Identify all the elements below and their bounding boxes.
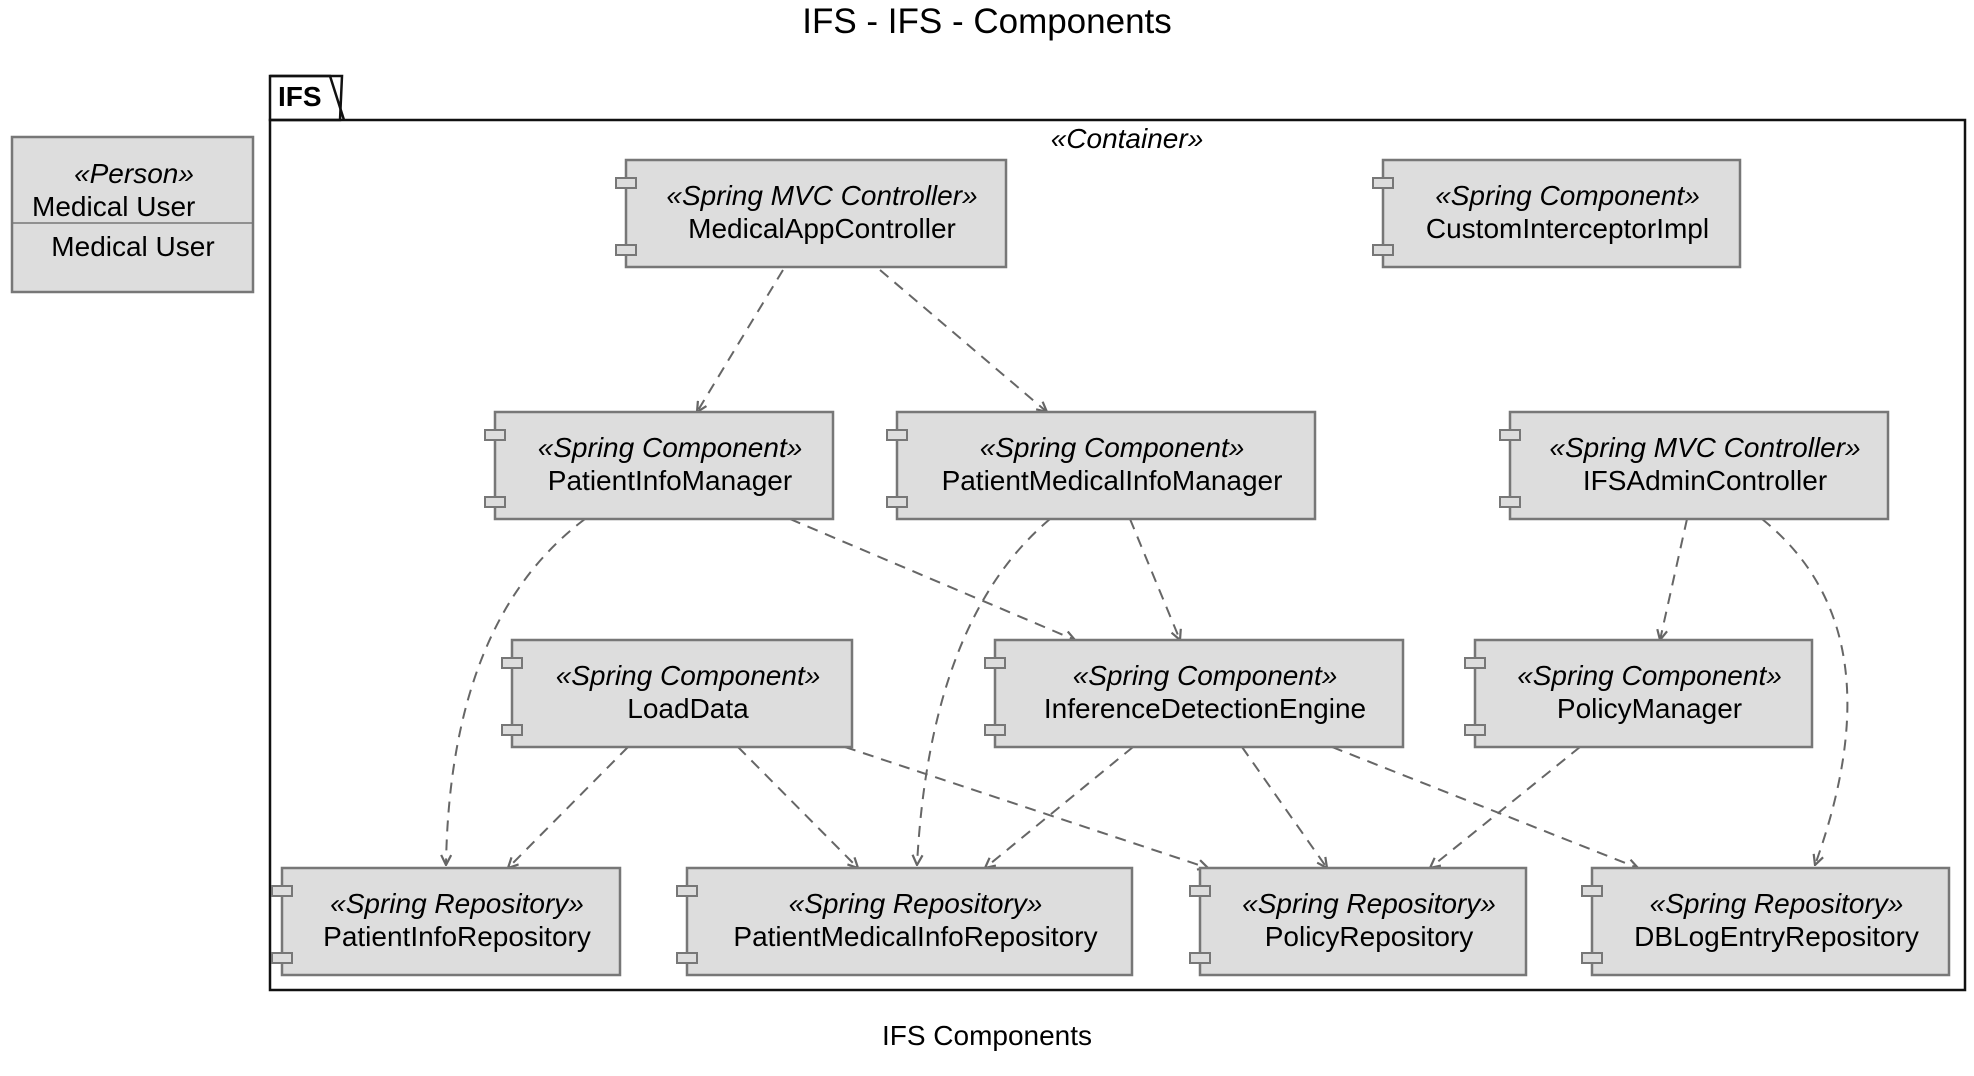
person-medical-user[interactable]: «Person» Medical User Medical User <box>10 135 255 294</box>
edge-patientinfomanager-to-patientinforepository <box>446 518 586 865</box>
component-port-icon <box>1499 496 1521 508</box>
component-port-icon <box>984 657 1006 669</box>
component-nodes: «Spring MVC Controller»MedicalAppControl… <box>271 158 1951 977</box>
component-stereotype: «Spring Component» <box>1517 660 1782 691</box>
component-box <box>280 866 622 977</box>
dependency-edges <box>446 269 1849 868</box>
component-stereotype: «Spring MVC Controller» <box>666 180 977 211</box>
component-stereotype: «Spring Repository» <box>330 888 584 919</box>
component-box <box>510 638 854 749</box>
component-box <box>493 410 835 521</box>
component-port-icon <box>1581 952 1603 964</box>
component-name: PatientMedicalInfoManager <box>942 465 1283 496</box>
component-policy-manager[interactable]: «Spring Component»PolicyManager <box>1464 638 1814 749</box>
component-stereotype: «Spring MVC Controller» <box>1549 432 1860 463</box>
component-port-icon <box>501 657 523 669</box>
component-patient-info-repository[interactable]: «Spring Repository»PatientInfoRepository <box>271 866 622 977</box>
component-box <box>624 158 1008 269</box>
edge-policymanager-to-policyrepository <box>1430 746 1581 868</box>
edge-inferencedetectionengine-to-patientmedicalinforepository <box>985 746 1134 868</box>
edge-patientmedicalinfomanager-to-inferencedetectionengine <box>1129 518 1180 640</box>
component-name: MedicalAppController <box>688 213 956 244</box>
component-patient-medical-info-manager[interactable]: «Spring Component»PatientMedicalInfoMana… <box>886 410 1317 521</box>
component-port-icon <box>615 177 637 189</box>
component-box <box>1473 638 1814 749</box>
component-port-icon <box>1372 244 1394 256</box>
component-name: DBLogEntryRepository <box>1634 921 1919 952</box>
component-port-icon <box>676 952 698 964</box>
component-box <box>1590 866 1951 977</box>
component-stereotype: «Spring Component» <box>556 660 821 691</box>
component-port-icon <box>484 429 506 441</box>
component-stereotype: «Spring Repository» <box>1650 888 1904 919</box>
edge-medicalappcontroller-to-patientmedicalinfomanager <box>879 269 1047 412</box>
component-name: PatientMedicalInfoRepository <box>733 921 1097 952</box>
component-box <box>1198 866 1528 977</box>
edge-loaddata-to-patientmedicalinforepository <box>737 746 858 868</box>
component-box <box>993 638 1405 749</box>
edge-patientinfomanager-to-inferencedetectionengine <box>789 518 1075 640</box>
component-box <box>895 410 1317 521</box>
package-name: IFS <box>278 81 322 112</box>
edge-loaddata-to-patientinforepository <box>508 746 629 868</box>
edge-patientmedicalinfomanager-to-patientmedicalinforepository <box>917 518 1051 865</box>
component-stereotype: «Spring Component» <box>1435 180 1700 211</box>
diagram-title: IFS - IFS - Components <box>802 2 1172 41</box>
component-box <box>1508 410 1890 521</box>
component-patient-medical-info-repository[interactable]: «Spring Repository»PatientMedicalInfoRep… <box>676 866 1134 977</box>
component-box <box>685 866 1134 977</box>
edge-loaddata-to-policyrepository <box>844 746 1208 868</box>
package-ifs: IFS «Container» <box>268 74 1967 992</box>
component-box <box>1381 158 1742 269</box>
component-port-icon <box>1464 724 1486 736</box>
component-name: InferenceDetectionEngine <box>1044 693 1366 724</box>
component-port-icon <box>676 885 698 897</box>
component-port-icon <box>1499 429 1521 441</box>
person-name: Medical User <box>32 191 195 222</box>
component-name: IFSAdminController <box>1583 465 1827 496</box>
component-custom-interceptor-impl[interactable]: «Spring Component»CustomInterceptorImpl <box>1372 158 1742 269</box>
package-stereotype: «Container» <box>1051 123 1204 154</box>
component-name: CustomInterceptorImpl <box>1426 213 1709 244</box>
person-stereotype: «Person» <box>74 158 194 189</box>
component-stereotype: «Spring Component» <box>538 432 803 463</box>
component-stereotype: «Spring Component» <box>1073 660 1338 691</box>
component-stereotype: «Spring Repository» <box>789 888 1043 919</box>
component-port-icon <box>1372 177 1394 189</box>
edge-ifsadmincontroller-to-policymanager <box>1660 518 1688 640</box>
edge-ifsadmincontroller-to-dblogentryrepository <box>1761 518 1849 865</box>
component-stereotype: «Spring Repository» <box>1242 888 1496 919</box>
component-port-icon <box>984 724 1006 736</box>
component-medical-app-controller[interactable]: «Spring MVC Controller»MedicalAppControl… <box>615 158 1008 269</box>
component-port-icon <box>271 885 293 897</box>
component-port-icon <box>484 496 506 508</box>
edge-inferencedetectionengine-to-dblogentryrepository <box>1331 746 1638 868</box>
edge-inferencedetectionengine-to-policyrepository <box>1241 746 1327 868</box>
component-port-icon <box>1189 885 1211 897</box>
component-stereotype: «Spring Component» <box>980 432 1245 463</box>
component-name: PolicyManager <box>1557 693 1742 724</box>
component-port-icon <box>886 429 908 441</box>
component-name: PolicyRepository <box>1265 921 1474 952</box>
component-port-icon <box>1464 657 1486 669</box>
component-ifs-admin-controller[interactable]: «Spring MVC Controller»IFSAdminControlle… <box>1499 410 1890 521</box>
component-port-icon <box>886 496 908 508</box>
component-db-log-entry-repository[interactable]: «Spring Repository»DBLogEntryRepository <box>1581 866 1951 977</box>
component-name: LoadData <box>627 693 749 724</box>
component-port-icon <box>615 244 637 256</box>
component-inference-detection-engine[interactable]: «Spring Component»InferenceDetectionEngi… <box>984 638 1405 749</box>
component-port-icon <box>501 724 523 736</box>
component-name: PatientInfoManager <box>548 465 792 496</box>
component-name: PatientInfoRepository <box>323 921 591 952</box>
person-description: Medical User <box>51 231 214 262</box>
component-port-icon <box>271 952 293 964</box>
component-port-icon <box>1189 952 1211 964</box>
component-policy-repository[interactable]: «Spring Repository»PolicyRepository <box>1189 866 1528 977</box>
component-load-data[interactable]: «Spring Component»LoadData <box>501 638 854 749</box>
edge-medicalappcontroller-to-patientinfomanager <box>697 269 784 412</box>
diagram-caption: IFS Components <box>881 1020 1093 1051</box>
component-patient-info-manager[interactable]: «Spring Component»PatientInfoManager <box>484 410 835 521</box>
component-port-icon <box>1581 885 1603 897</box>
